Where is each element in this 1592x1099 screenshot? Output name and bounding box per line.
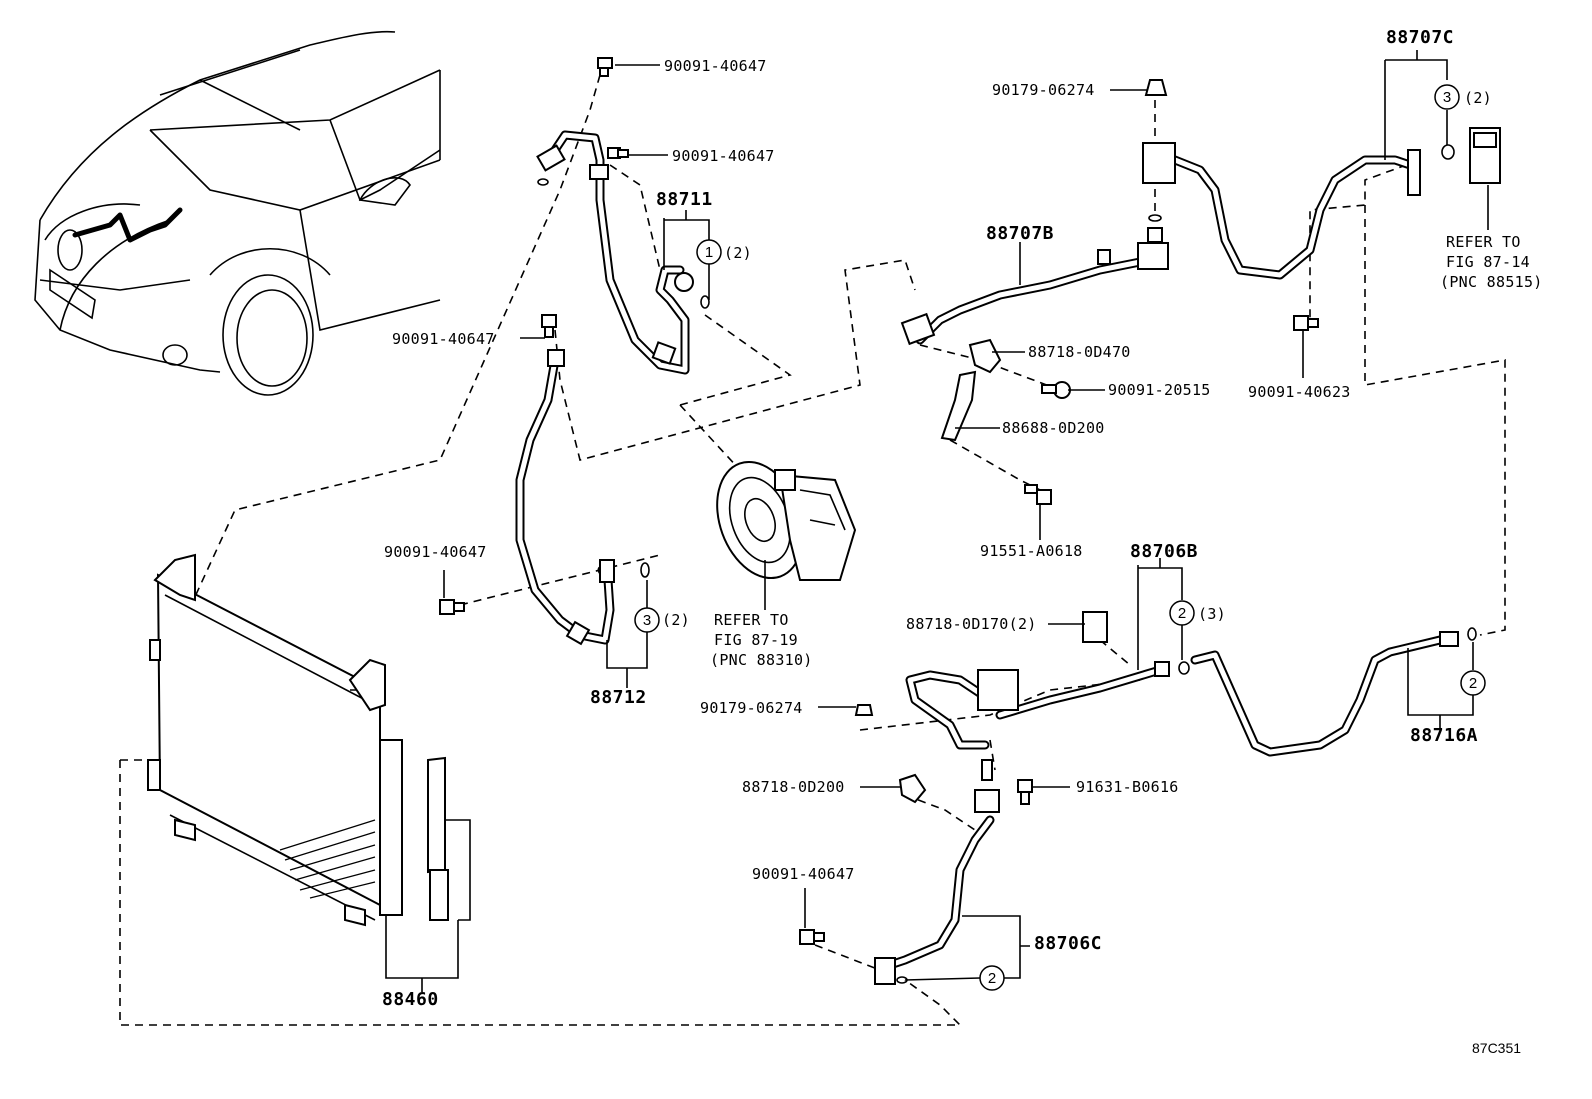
label-88711[interactable]: 88711 xyxy=(656,189,713,210)
label-90091-40647-top[interactable]: 90091-40647 xyxy=(664,57,767,75)
label-90091-40623[interactable]: 90091-40623 xyxy=(1248,383,1351,401)
label-88718-0D200-lower[interactable]: 88718-0D200 xyxy=(742,778,845,796)
label-refer-compressor-2[interactable]: FIG 87-19 xyxy=(714,631,798,649)
label-88718-0D170[interactable]: 88718-0D170(2) xyxy=(906,615,1037,633)
label-90091-40647-left[interactable]: 90091-40647 xyxy=(392,330,495,348)
label-refer-compressor-1: REFER TO xyxy=(714,611,789,629)
label-qty-88706B: (3) xyxy=(1198,605,1226,623)
svg-text:2: 2 xyxy=(1178,605,1186,622)
circle-number-1: 1 xyxy=(696,239,722,265)
label-90091-40647-second[interactable]: 90091-40647 xyxy=(672,147,775,165)
svg-text:3: 3 xyxy=(643,612,651,629)
label-90179-06274-top[interactable]: 90179-06274 xyxy=(992,81,1095,99)
pipe-88706C[interactable] xyxy=(874,759,1000,985)
label-qty-88711: (2) xyxy=(724,244,752,262)
label-91631-B0616[interactable]: 91631-B0616 xyxy=(1076,778,1179,796)
pipe-88707B[interactable] xyxy=(900,214,1169,346)
label-90091-40647-lower[interactable]: 90091-40647 xyxy=(752,865,855,883)
label-refer-expansion-1: REFER TO xyxy=(1446,233,1521,251)
condenser-88460[interactable] xyxy=(147,553,471,927)
label-90091-20515[interactable]: 90091-20515 xyxy=(1108,381,1211,399)
svg-text:2: 2 xyxy=(988,970,996,987)
bracket-88688-0D200[interactable] xyxy=(940,370,977,442)
label-88688-0D200[interactable]: 88688-0D200 xyxy=(1002,419,1105,437)
figure-code: 87C351 xyxy=(1472,1040,1522,1056)
bolt-90091-20515[interactable] xyxy=(1041,381,1071,399)
bolt-90091-40647-top[interactable] xyxy=(597,57,613,77)
bolt-90091-40623[interactable] xyxy=(1293,315,1319,331)
bolt-91551-A0618[interactable] xyxy=(1024,484,1052,505)
vehicle-outline xyxy=(34,30,441,396)
hose-88711[interactable] xyxy=(536,130,710,375)
compressor[interactable] xyxy=(702,450,857,590)
label-90179-06274-mid[interactable]: 90179-06274 xyxy=(700,699,803,717)
circle-number-2-right: 2 xyxy=(1460,670,1486,696)
pipe-88706B[interactable] xyxy=(905,611,1190,750)
label-88707C[interactable]: 88707C xyxy=(1386,27,1455,48)
bolt-90091-40647-mid[interactable] xyxy=(439,599,465,615)
bolt-90091-40647-lower[interactable] xyxy=(799,929,825,945)
bolt-90091-40647-second[interactable] xyxy=(607,147,629,159)
pipe-88716A[interactable] xyxy=(1190,627,1477,757)
label-refer-compressor-3: (PNC 88310) xyxy=(710,651,813,669)
label-88706C[interactable]: 88706C xyxy=(1034,933,1103,954)
circle-number-2-lower: 2 xyxy=(979,965,1005,991)
label-88460[interactable]: 88460 xyxy=(382,989,439,1010)
label-qty-88712: (2) xyxy=(662,611,690,629)
bolt-91631-B0616[interactable] xyxy=(1017,779,1033,805)
label-refer-expansion-2[interactable]: FIG 87-14 xyxy=(1446,253,1530,271)
nut-90179-06274-mid[interactable] xyxy=(854,704,874,716)
circle-number-3-hose: 3 xyxy=(634,607,660,633)
label-90091-40647-mid[interactable]: 90091-40647 xyxy=(384,543,487,561)
label-88707B[interactable]: 88707B xyxy=(986,223,1055,244)
hose-88712[interactable] xyxy=(515,349,650,646)
clamp-88718-0D200-lower[interactable] xyxy=(898,773,927,804)
label-88712[interactable]: 88712 xyxy=(590,687,647,708)
pipe-88707C[interactable] xyxy=(1142,79,1501,280)
svg-text:3: 3 xyxy=(1443,89,1451,106)
guide-lines xyxy=(119,74,1506,1026)
label-qty-88707C: (2) xyxy=(1464,89,1492,107)
bolt-90091-40647-hose-left[interactable] xyxy=(541,314,557,338)
clamp-88718-0D470[interactable] xyxy=(968,338,1002,374)
svg-text:1: 1 xyxy=(705,244,713,261)
circle-number-3-top: 3 xyxy=(1434,84,1460,110)
label-88718-0D470[interactable]: 88718-0D470 xyxy=(1028,343,1131,361)
label-88716A[interactable]: 88716A xyxy=(1410,725,1479,746)
leader-lines xyxy=(385,50,1489,992)
condenser-fins xyxy=(279,819,376,899)
label-88706B[interactable]: 88706B xyxy=(1130,541,1199,562)
circle-number-2-mid: 2 xyxy=(1169,600,1195,626)
svg-text:2: 2 xyxy=(1469,675,1477,692)
label-refer-expansion-3: (PNC 88515) xyxy=(1440,273,1543,291)
label-91551-A0618[interactable]: 91551-A0618 xyxy=(980,542,1083,560)
